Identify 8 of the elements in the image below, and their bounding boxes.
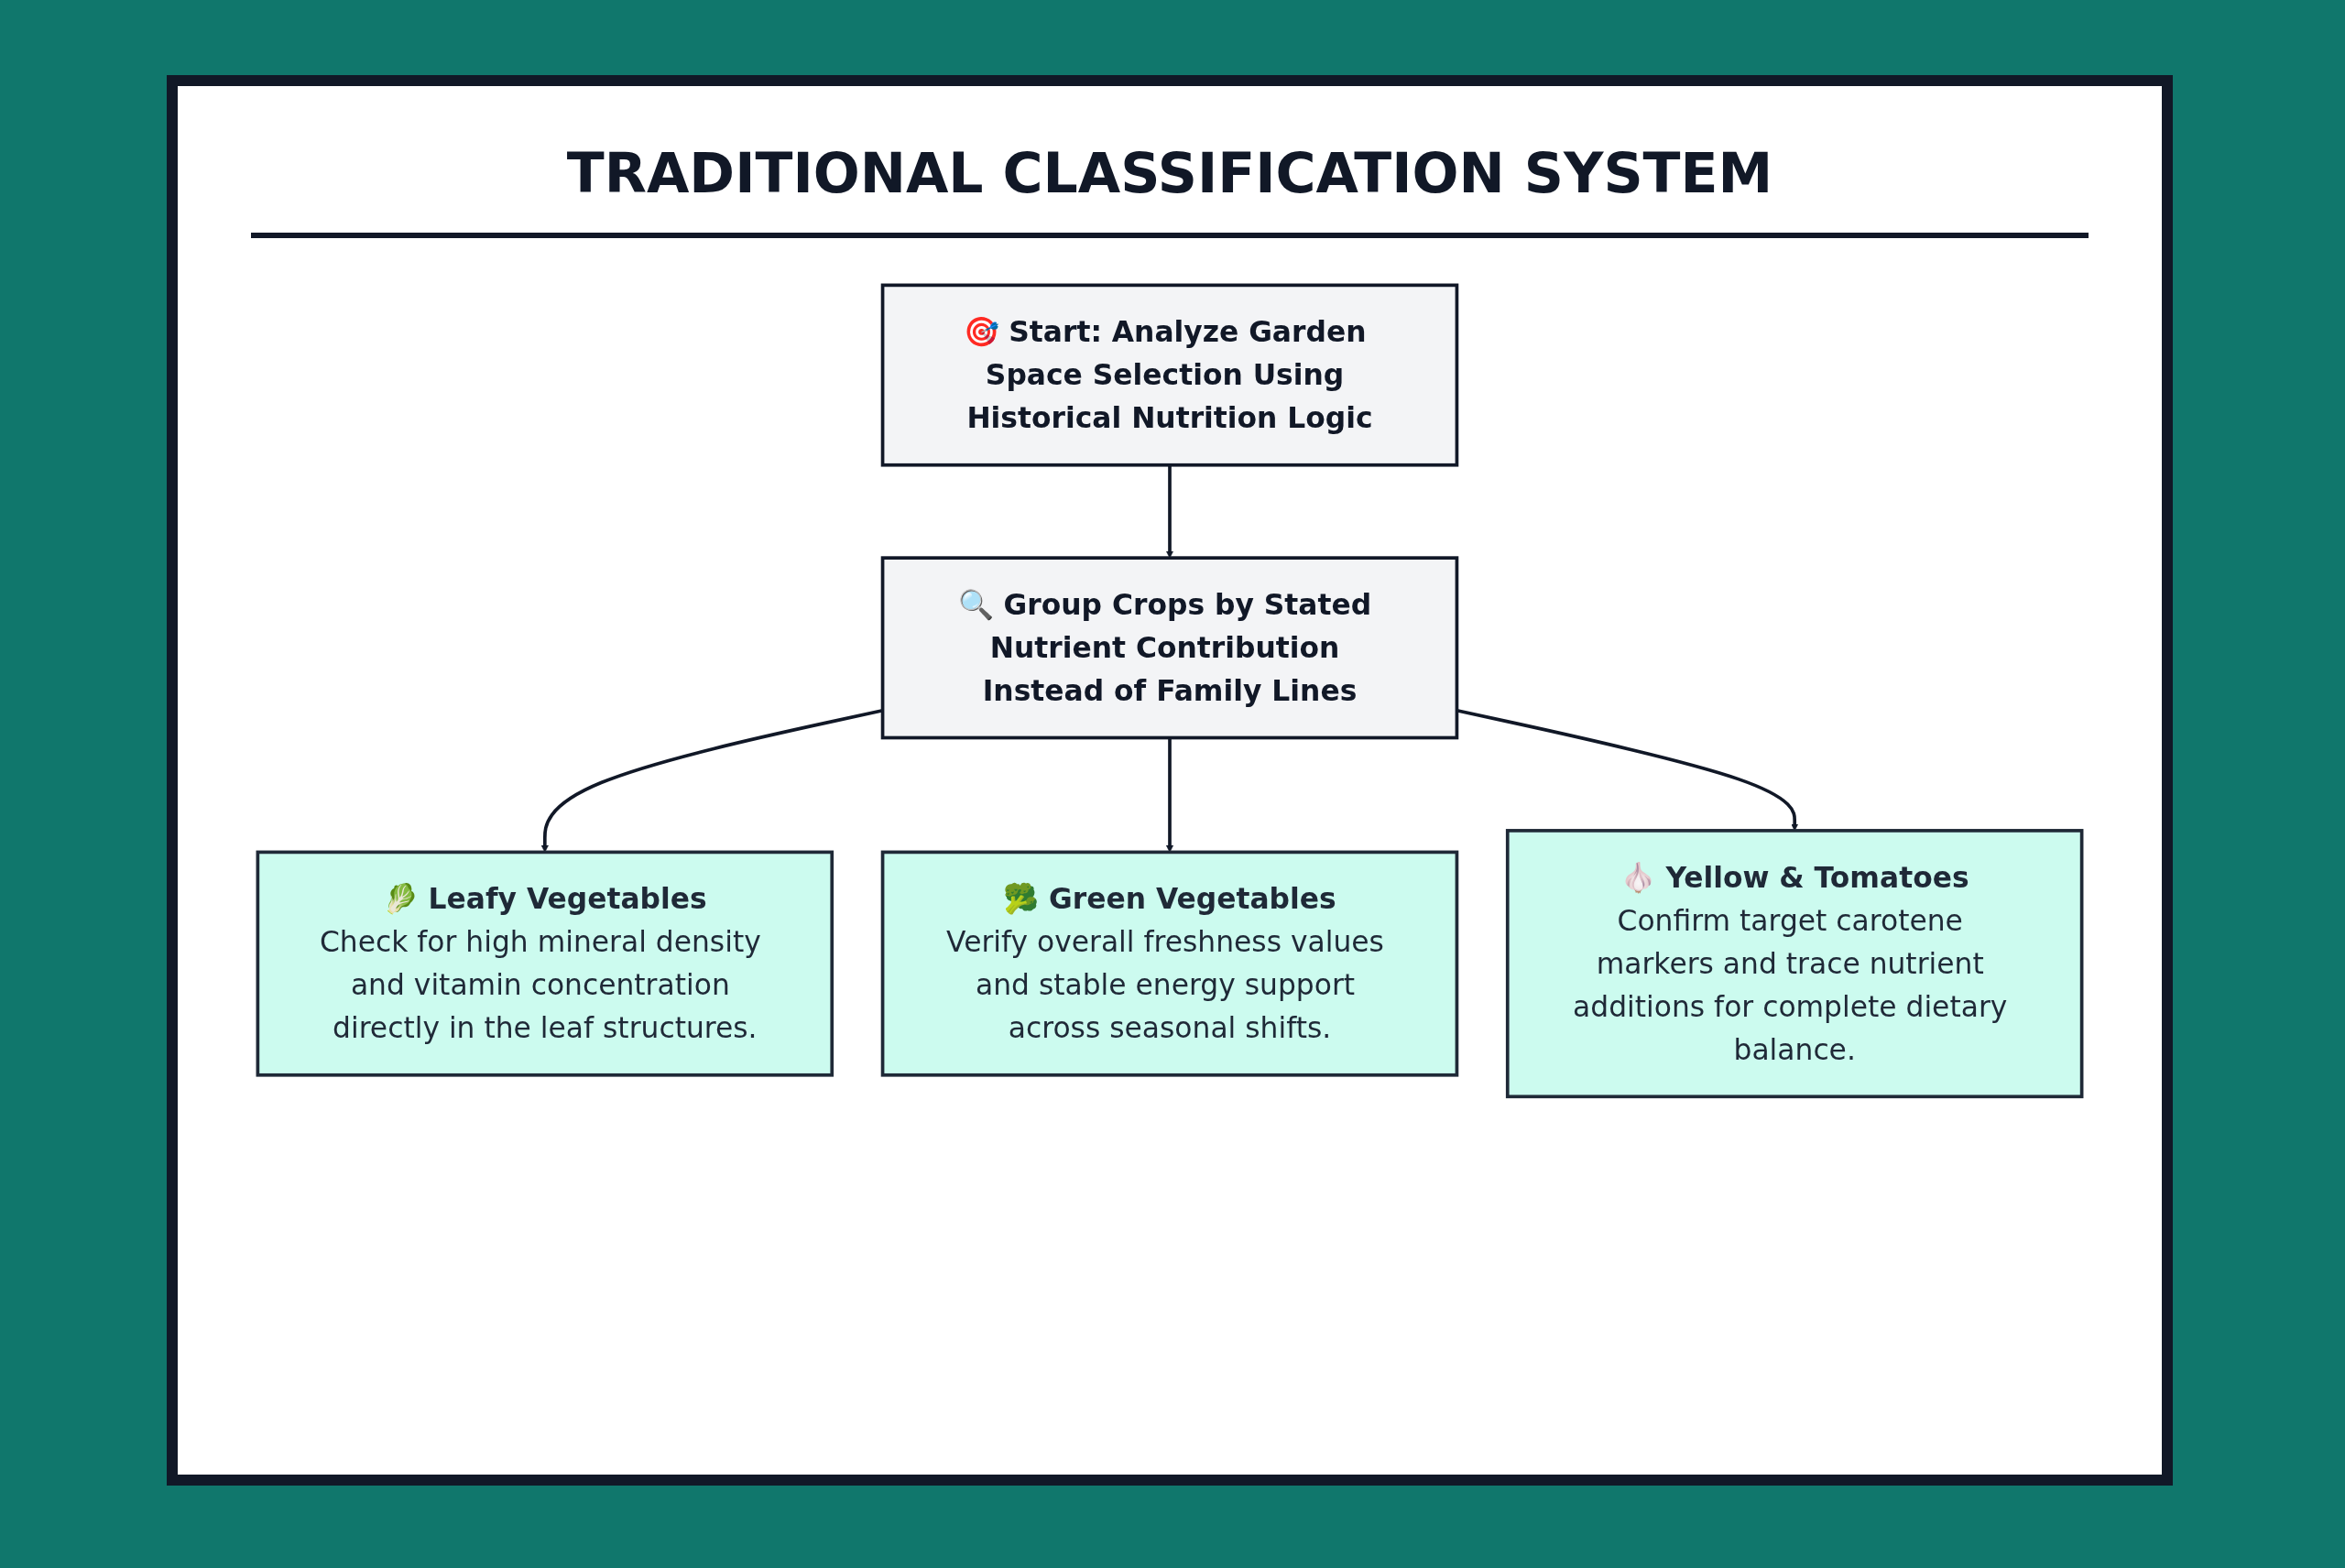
diagram-title: TRADITIONAL CLASSIFICATION SYSTEM	[251, 141, 2089, 238]
node-box: 🥦 Green Vegetables Verify overall freshness values and stable energy support across seasonal shifts.	[880, 850, 1459, 1077]
node-box: 🎯 Start: Analyze Garden Space Selection Using Historical Nutrition Logic	[880, 283, 1459, 467]
node-box: 🔍 Group Crops by Stated Nutrient Contribution Instead of Family Lines	[880, 556, 1459, 740]
arrow	[1165, 737, 1174, 853]
arrow	[1165, 464, 1174, 559]
node-box: 🥬 Leafy Vegetables Check for high mineral density and vitamin concentration directly in the leaf structures.	[256, 850, 834, 1077]
node-box: 🧄 Yellow & Tomatoes Confirm target carotene markers and trace nutrient additions for complete dietary balance.	[1505, 829, 2084, 1099]
